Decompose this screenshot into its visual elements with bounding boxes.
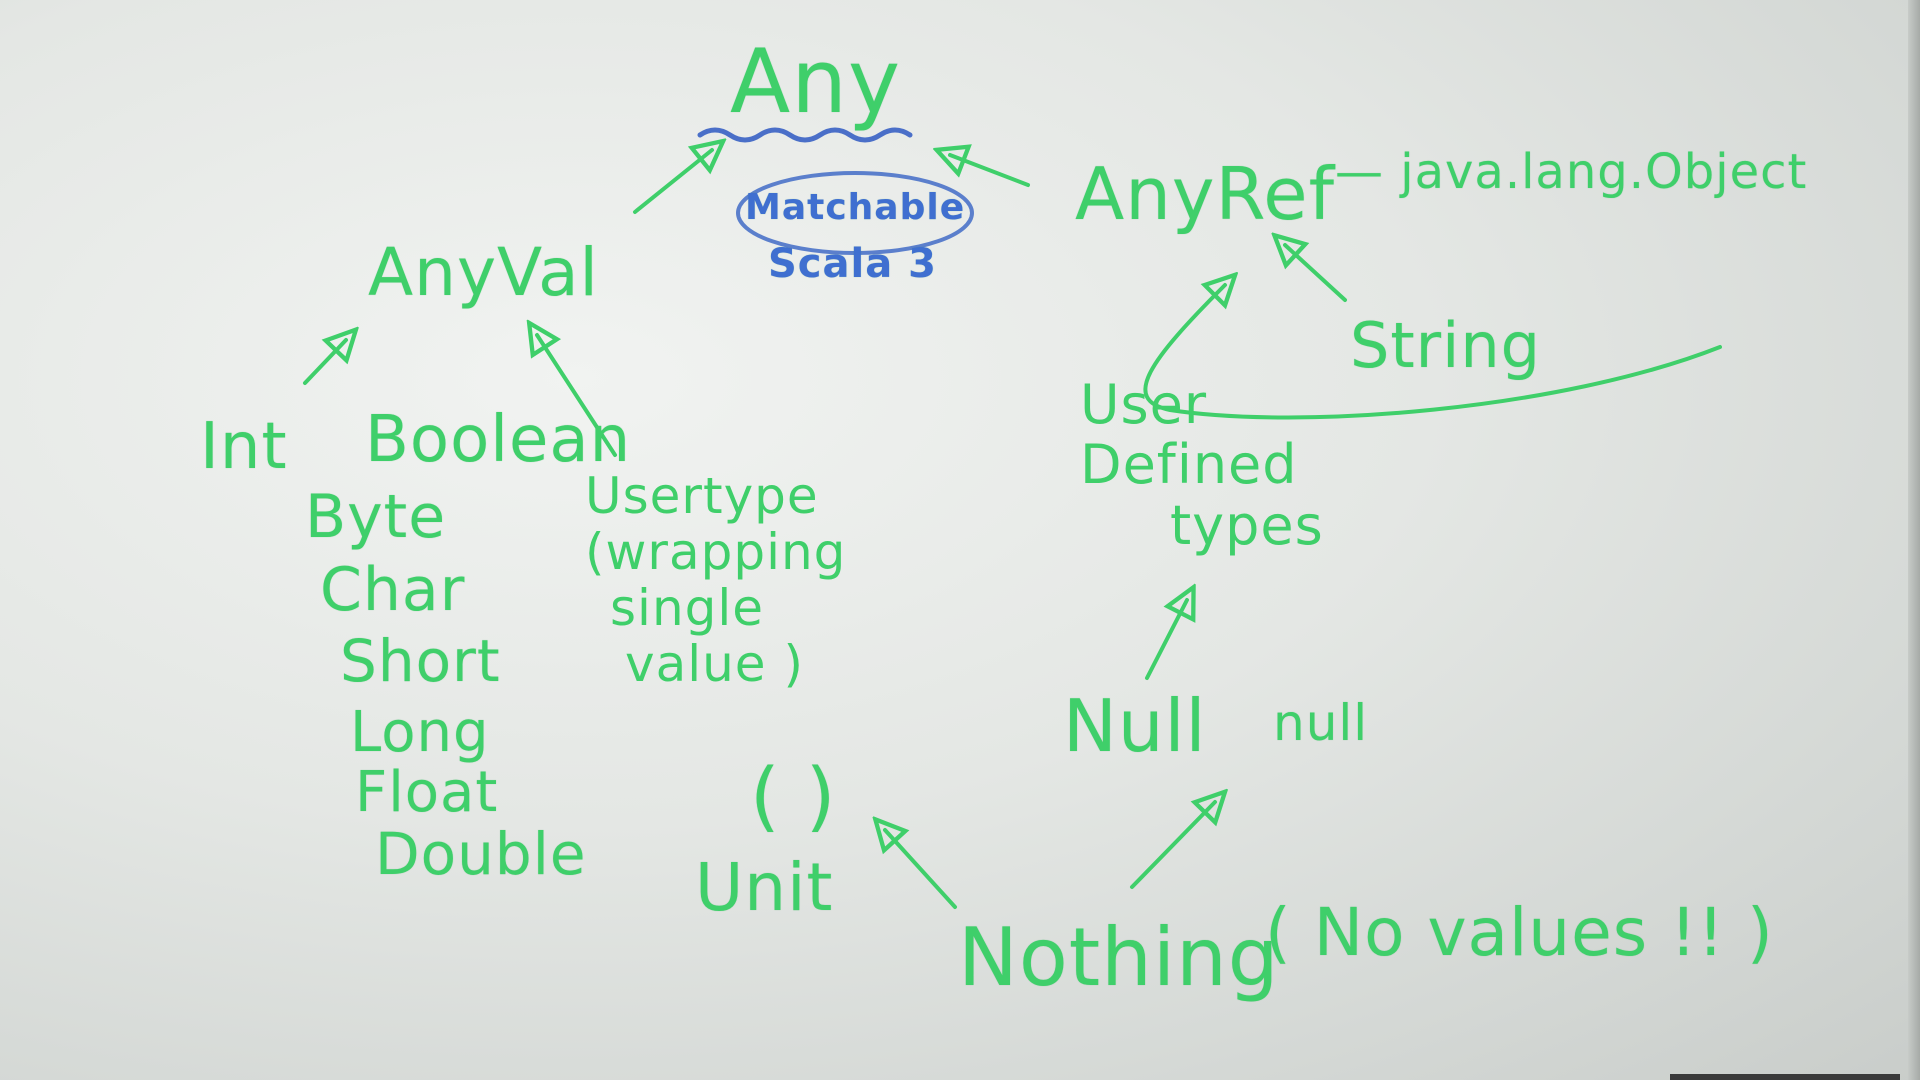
node-char: Char — [320, 555, 466, 625]
whiteboard-tray — [1670, 1074, 1900, 1080]
usertype-line-2: (wrapping — [585, 523, 847, 581]
node-matchable: Matchable — [745, 187, 966, 228]
node-user-defined-types: User Defined types — [1080, 373, 1324, 557]
usertype-line-4: value ) — [625, 635, 804, 693]
node-usertype: Usertype (wrapping single value ) — [585, 468, 846, 692]
node-unit-literal: ( ) — [750, 751, 837, 840]
node-nothing: Nothing — [958, 911, 1280, 1004]
node-int: Int — [200, 410, 288, 484]
node-anyval: AnyVal — [368, 234, 599, 311]
edge-anyval-any — [633, 150, 712, 214]
userdefined-line-2: Defined — [1080, 433, 1298, 497]
node-anyref: AnyRef — [1075, 152, 1335, 236]
node-float: Float — [355, 760, 499, 825]
node-java-object: — java.lang.Object — [1335, 144, 1808, 200]
usertype-line-3: single — [610, 579, 765, 637]
node-unit: Unit — [695, 849, 834, 926]
userdefined-line-1: User — [1080, 373, 1208, 436]
node-null-type: Null — [1063, 684, 1207, 768]
usertype-line-1: Usertype — [585, 467, 819, 525]
node-boolean: Boolean — [365, 403, 632, 477]
node-double: Double — [375, 820, 587, 888]
edge-nothing-null — [1130, 802, 1215, 889]
whiteboard-edge — [1908, 0, 1920, 1080]
edge-int-anyval — [303, 340, 346, 385]
node-short: Short — [340, 627, 501, 695]
node-null-value: null — [1273, 694, 1369, 752]
node-any: Any — [730, 30, 902, 133]
node-byte: Byte — [305, 482, 447, 552]
node-long: Long — [350, 700, 490, 765]
userdefined-line-3: types — [1170, 493, 1324, 557]
node-string: String — [1350, 309, 1542, 382]
edge-anyref-any — [950, 155, 1030, 187]
edge-null-userdefined — [1145, 600, 1187, 680]
node-nothing-note: ( No values !! ) — [1265, 894, 1774, 971]
edge-nothing-unit — [885, 830, 957, 909]
edge-string-anyref — [1285, 245, 1347, 302]
node-scala3: Scala 3 — [768, 241, 937, 287]
